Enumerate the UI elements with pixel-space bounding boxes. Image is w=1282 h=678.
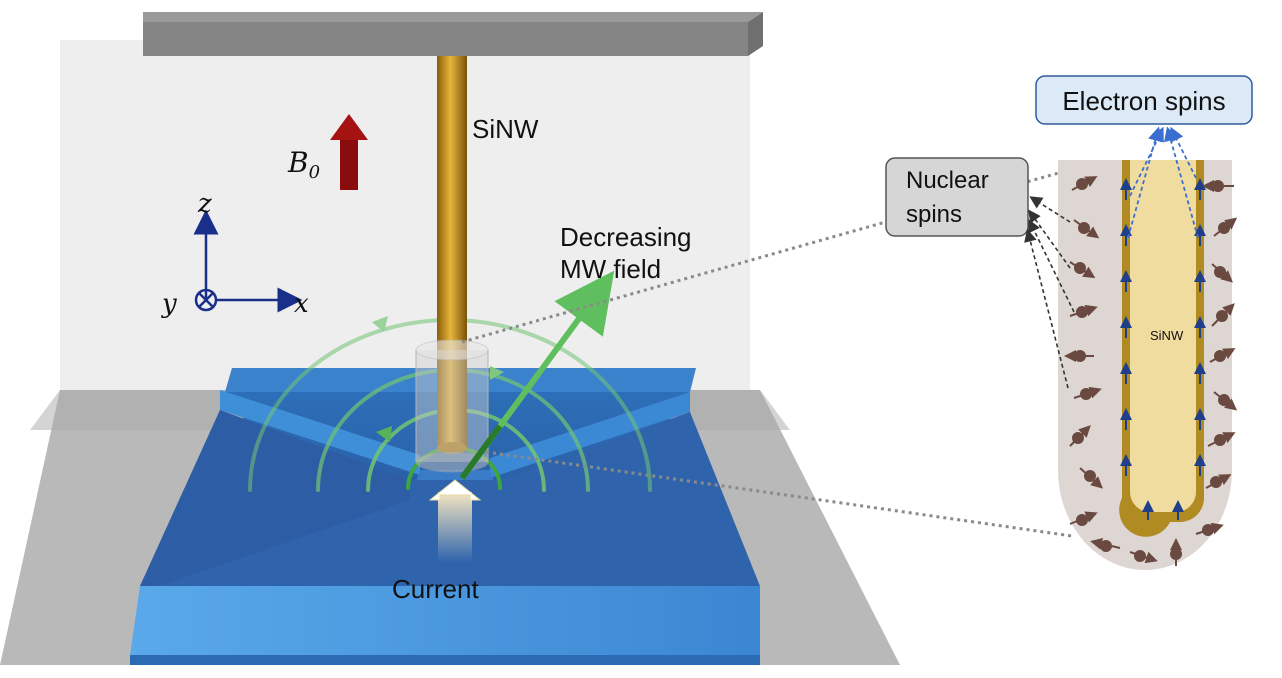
detection-cylinder xyxy=(415,339,489,473)
inset-wire-core xyxy=(1130,160,1196,512)
stripline-lower-shade-l xyxy=(140,410,410,586)
sinw-label: SiNW xyxy=(472,114,539,144)
axis-y-label: y xyxy=(161,289,177,319)
mw-arc-arrow-2 xyxy=(490,366,504,380)
nuclear-spin-links xyxy=(1024,196,1075,389)
stripline-left-wedge xyxy=(220,390,420,475)
stripline-front-face xyxy=(130,586,760,655)
current-label: Current xyxy=(392,574,479,604)
electron-spins-label: Electron spins xyxy=(1062,86,1225,116)
top-beam-side xyxy=(748,12,763,56)
b0-label: B0 xyxy=(287,146,320,183)
mw-arc-arrow-1 xyxy=(372,316,388,332)
nanowire[interactable] xyxy=(437,56,467,448)
stripline-front-bottom xyxy=(130,655,760,665)
electron-spins-box[interactable] xyxy=(1035,75,1253,125)
electron-spin-links xyxy=(1127,126,1199,239)
coordinate-axes xyxy=(193,209,303,313)
nuclear-spins-box[interactable] xyxy=(885,157,1029,237)
nuclear-spins-label-line2: spins xyxy=(906,201,962,228)
inset-sinw-label: SiNW xyxy=(1150,328,1184,343)
nuclear-spin-markers xyxy=(1064,176,1238,566)
connector-bottom xyxy=(485,450,1073,538)
b0-arrow xyxy=(330,114,368,190)
stripline-right-wedge xyxy=(490,392,690,478)
axis-z-label: z xyxy=(197,189,212,219)
top-beam xyxy=(143,22,748,56)
nanowire-tip xyxy=(437,442,467,454)
nuclear-spins-label-line1: Nuclear xyxy=(906,167,989,194)
mw-field-label-line2: MW field xyxy=(560,254,661,284)
axis-x-label: x xyxy=(294,289,309,319)
mw-field-label-line1: Decreasing xyxy=(560,222,692,252)
inner-spins xyxy=(1120,178,1206,520)
top-beam-top xyxy=(143,12,763,22)
current-glow xyxy=(438,492,472,562)
mw-arc-arrow-3 xyxy=(376,426,392,442)
back-wall xyxy=(60,40,750,390)
mw-field-arrow-dark xyxy=(459,424,503,480)
current-arrow[interactable] xyxy=(428,479,482,501)
